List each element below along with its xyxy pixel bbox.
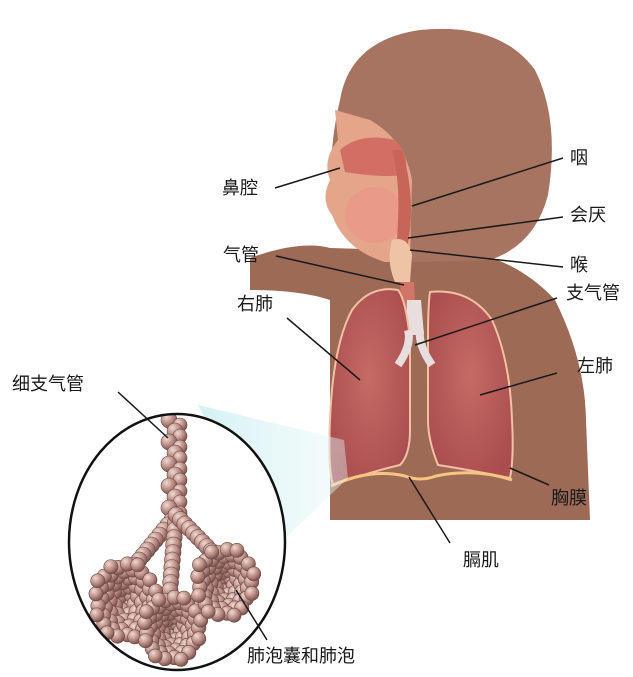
label-left-lung: 左肺 bbox=[577, 358, 613, 376]
label-bronchi: 支气管 bbox=[566, 285, 620, 303]
alveolus bbox=[201, 605, 215, 619]
label-alveolar-sac: 肺泡囊和肺泡 bbox=[247, 648, 355, 666]
alveolus bbox=[91, 574, 105, 588]
alveolus bbox=[192, 632, 206, 646]
alveolus bbox=[192, 588, 206, 602]
label-nasal-cavity: 鼻腔 bbox=[222, 180, 258, 198]
label-right-lung: 右肺 bbox=[237, 296, 273, 314]
alveolus bbox=[131, 558, 145, 572]
label-trachea: 气管 bbox=[223, 247, 259, 265]
label-pharynx: 咽 bbox=[570, 150, 588, 168]
alveolus bbox=[205, 545, 219, 559]
alveolus bbox=[230, 543, 244, 557]
label-epiglottis: 会厌 bbox=[570, 207, 606, 225]
alveolus bbox=[89, 587, 103, 601]
alveolus bbox=[148, 649, 162, 663]
label-diaphragm: 膈肌 bbox=[463, 552, 499, 570]
label-bronchiole: 细支气管 bbox=[12, 376, 84, 394]
alveolus bbox=[139, 634, 153, 648]
larynx-shape bbox=[390, 239, 412, 282]
alveolus bbox=[177, 591, 191, 605]
alveolus bbox=[227, 608, 241, 622]
alveolus bbox=[174, 652, 188, 666]
alveolus bbox=[245, 586, 259, 600]
alveolus bbox=[247, 567, 261, 581]
alveolus bbox=[192, 558, 206, 572]
label-pleura: 胸膜 bbox=[551, 490, 587, 508]
tongue-shape bbox=[345, 187, 405, 243]
alveolus bbox=[139, 605, 153, 619]
alveolus bbox=[152, 593, 166, 607]
label-larynx: 喉 bbox=[570, 257, 588, 275]
alveolus bbox=[104, 560, 118, 574]
